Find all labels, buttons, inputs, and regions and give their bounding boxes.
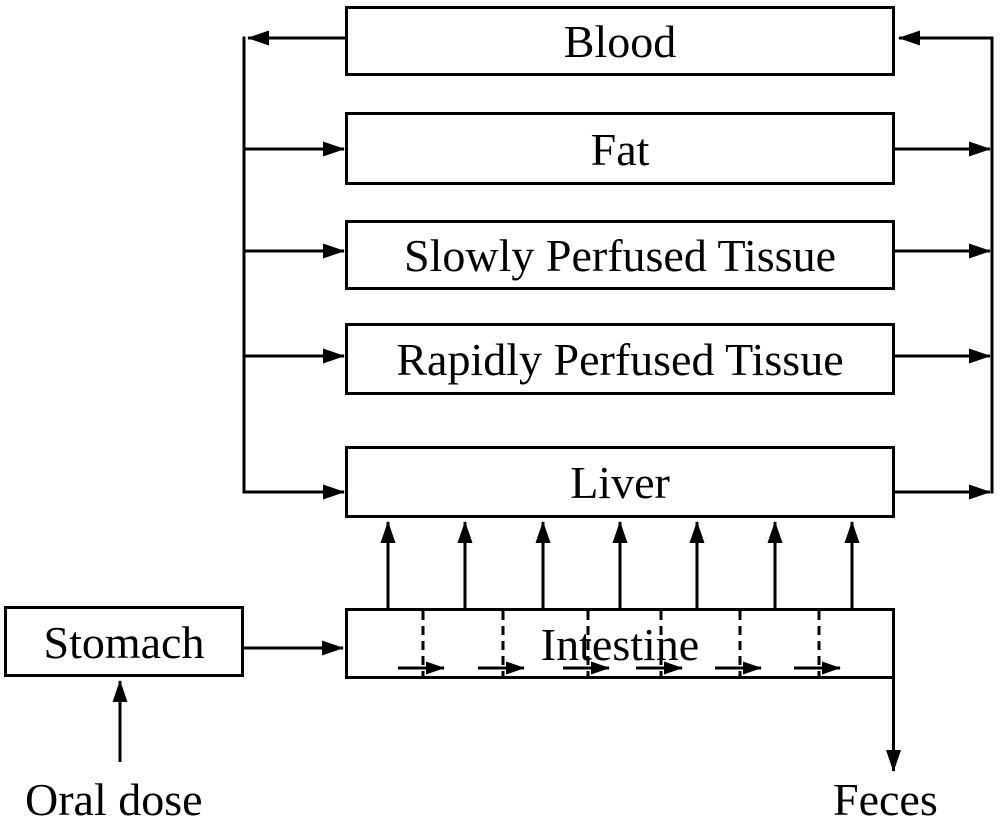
compartment-blood: Blood — [345, 6, 895, 76]
compartment-label: Stomach — [43, 616, 205, 668]
compartment-intestine: Intestine — [345, 608, 895, 679]
compartment-label: Slowly Perfused Tissue — [404, 230, 836, 281]
compartment-label: Blood — [563, 16, 677, 67]
compartment-label: Rapidly Perfused Tissue — [396, 334, 844, 385]
compartment-fat: Fat — [345, 112, 895, 185]
compartment-label: Liver — [570, 457, 670, 508]
compartment-liver: Liver — [345, 446, 895, 518]
intestine-segment-dividers — [421, 611, 821, 676]
compartment-rapidly-perfused-tissue: Rapidly Perfused Tissue — [345, 323, 895, 395]
compartment-label: Fat — [590, 123, 650, 175]
feces-label: Feces — [833, 774, 938, 818]
intestine-segments-layer — [398, 611, 841, 676]
oral-dose-label: Oral dose — [25, 774, 203, 818]
compartment-stomach: Stomach — [4, 606, 244, 677]
compartment-label: Intestine — [540, 618, 700, 670]
compartment-slowly-perfused-tissue: Slowly Perfused Tissue — [345, 220, 895, 290]
intestine-to-liver-arrows — [380, 521, 860, 608]
